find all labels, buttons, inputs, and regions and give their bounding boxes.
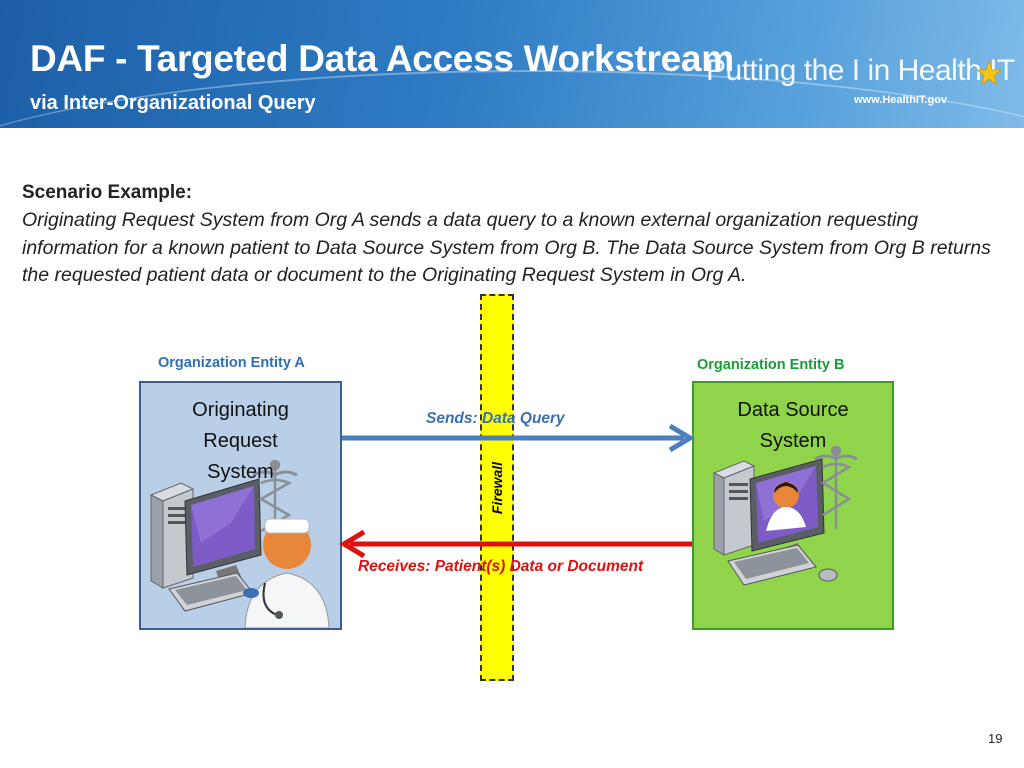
system-name-line: Originating: [192, 399, 289, 421]
entity-b-system-name: Data Source System: [694, 395, 892, 457]
system-name-line: Data Source: [737, 399, 849, 421]
logo-tagline: Putting the I in Health IT: [706, 54, 1015, 87]
computer-user-illustration: [712, 445, 858, 586]
scenario-heading: Scenario Example:: [22, 182, 193, 203]
firewall-bar: [480, 294, 514, 681]
system-name-line: Request: [203, 430, 278, 452]
healthit-logo: Putting the I in Health IT www.HealthIT.…: [706, 54, 1015, 114]
computer-doctor-illustration: [149, 459, 330, 628]
send-arrow: [342, 423, 695, 453]
computer-tower-icon: [712, 460, 756, 556]
receive-arrow: [339, 529, 692, 559]
system-name-line: System: [207, 461, 274, 483]
keyboard-icon: [727, 544, 838, 586]
doctor-avatar-icon: [243, 518, 330, 628]
caduceus-icon: [814, 445, 858, 529]
slide-title: DAF - Targeted Data Access Workstream: [30, 38, 734, 79]
send-arrow-label: Sends: Data Query: [426, 410, 565, 427]
entity-a-label: Organization Entity A: [158, 355, 305, 371]
entity-a-system-name: Originating Request System: [141, 395, 340, 488]
monitor-icon: [749, 458, 825, 563]
page-number: 19: [988, 731, 1003, 746]
slide-subtitle: via Inter-Organizational Query: [30, 92, 316, 114]
system-name-line: System: [759, 430, 827, 452]
receive-arrow-label: Receives: Patient(s) Data or Document: [358, 558, 644, 575]
header-decoration: [0, 70, 1024, 128]
entity-a-box: Originating Request System: [139, 381, 342, 630]
entity-b-box: Data Source System: [692, 381, 894, 630]
scenario-text: Originating Request System from Org A se…: [22, 209, 991, 286]
slide-header: DAF - Targeted Data Access Workstream vi…: [0, 0, 1024, 128]
logo-url: www.HealthIT.gov: [854, 94, 948, 106]
star-icon: [976, 60, 1002, 86]
entity-b-label: Organization Entity B: [697, 357, 845, 373]
